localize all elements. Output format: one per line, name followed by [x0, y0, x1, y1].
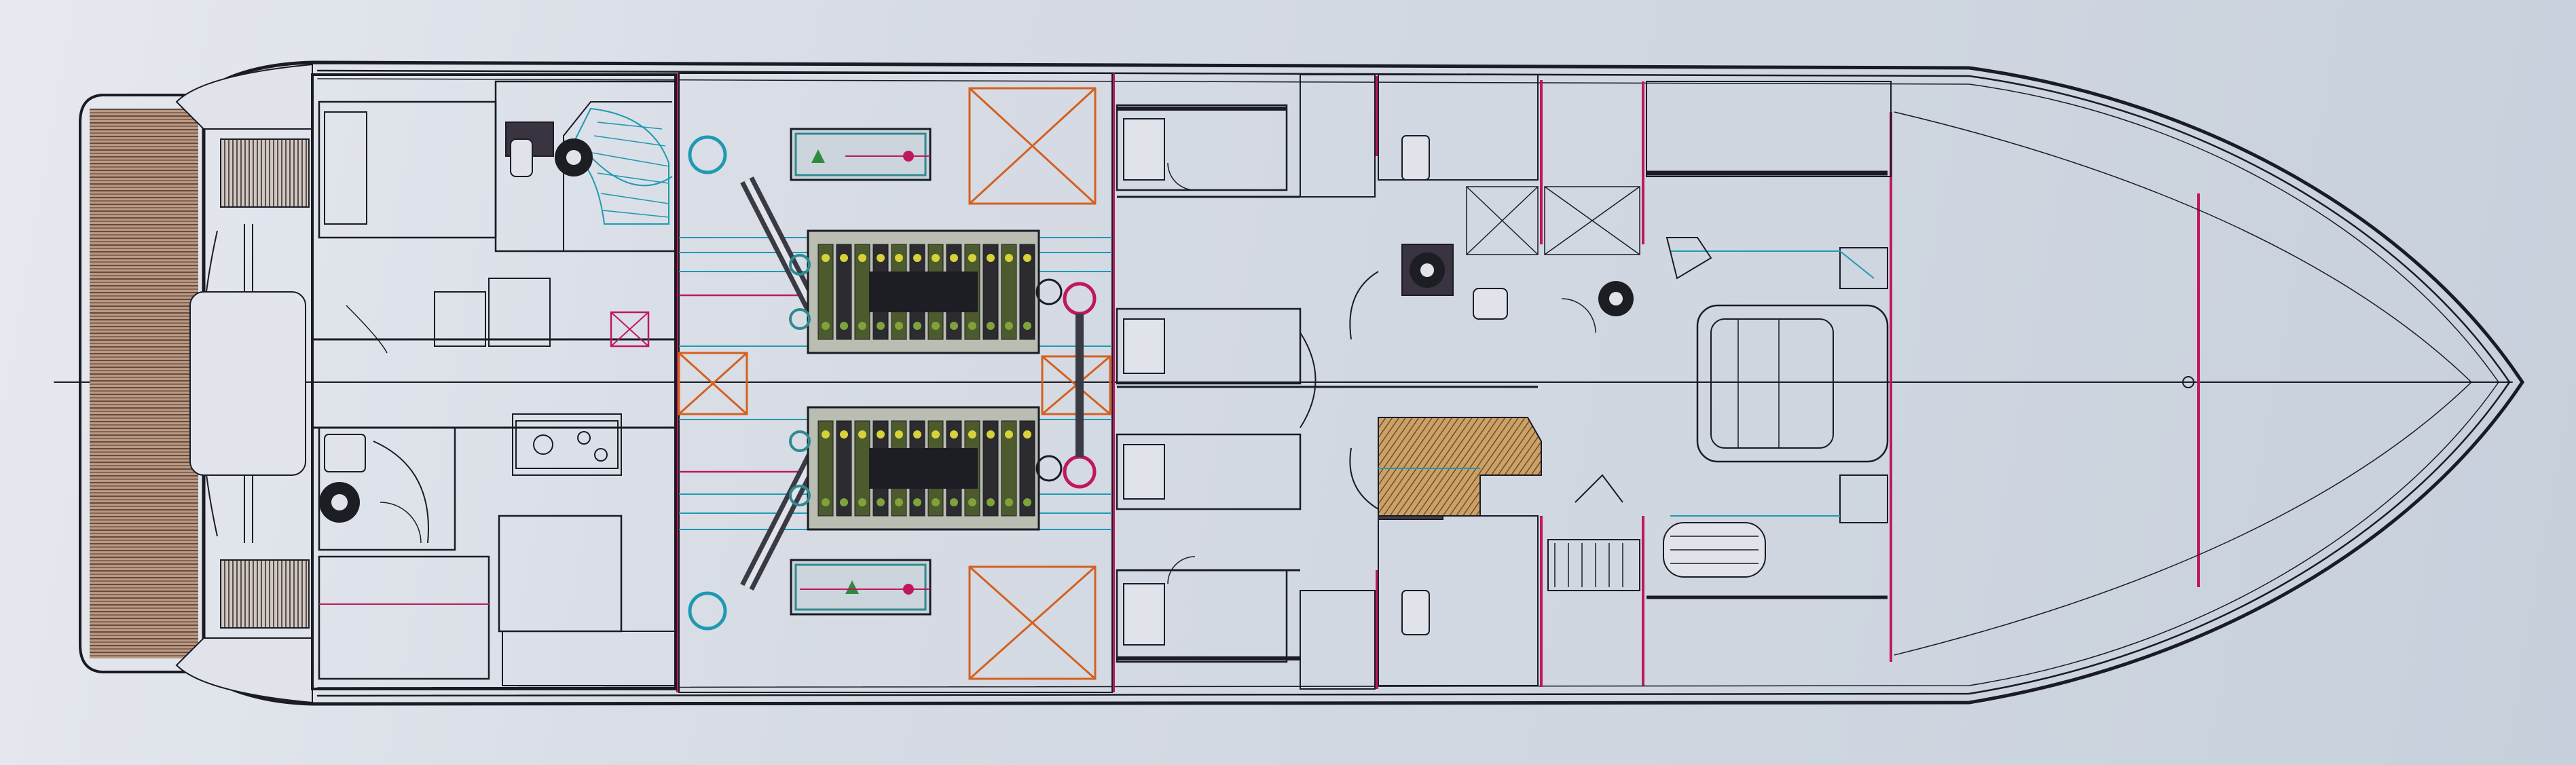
tank-icon — [790, 559, 932, 616]
hatch-x-icon — [678, 352, 748, 415]
bed-icon — [1123, 118, 1165, 646]
engine-icon — [789, 406, 1063, 531]
toilet-icon — [1598, 281, 1634, 316]
bulkheads — [676, 73, 2200, 692]
engines — [789, 229, 1063, 531]
tank-icon — [790, 128, 932, 181]
forepeak — [1894, 111, 2473, 656]
toilet-icon — [319, 434, 366, 523]
toilet-icon — [1401, 244, 1454, 296]
swim-platform — [79, 63, 313, 704]
hatch-x-icon — [968, 565, 1097, 680]
stair-icon — [1378, 417, 1542, 517]
hatch-x-icon — [968, 87, 1097, 205]
guest-cabins — [1116, 74, 1539, 690]
cross-brace — [1466, 186, 1640, 255]
galley-counter — [515, 420, 619, 469]
forward-cabin — [1547, 81, 1892, 599]
aft-crew-area — [311, 73, 677, 690]
engine-icon — [789, 229, 1063, 354]
door-swing-icon — [346, 162, 1596, 584]
toilet-icon — [505, 122, 593, 177]
toilet-icon — [1401, 135, 1508, 635]
